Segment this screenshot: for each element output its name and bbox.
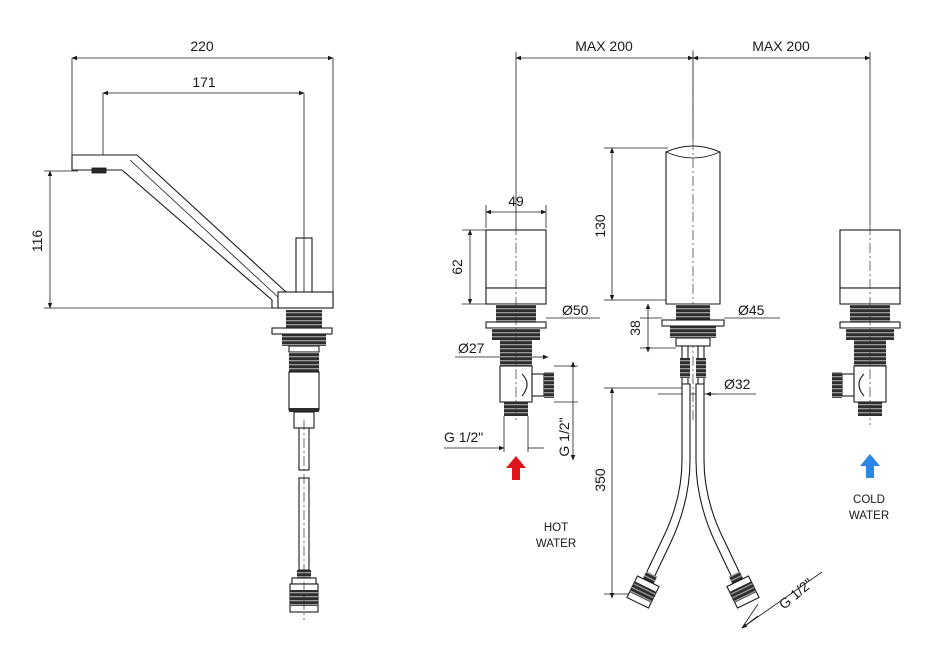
shank-ring bbox=[289, 408, 319, 412]
hose-right-nut-thread bbox=[729, 581, 757, 603]
dim-spout-body-height: 130 bbox=[592, 214, 608, 238]
dim-hot-flange: Ø50 bbox=[562, 302, 589, 318]
spout-front-view: 130 Ø45 38 Ø32 350 bbox=[592, 50, 823, 629]
hot-label-line1: HOT bbox=[544, 522, 568, 534]
dim-hot-thread: G 1/2" bbox=[444, 429, 483, 445]
dim-line-hose-thread bbox=[741, 571, 823, 629]
hot-stem-thread bbox=[496, 304, 536, 322]
cold-arrow-shape bbox=[860, 454, 880, 478]
dim-hot-thread-vertical: G 1/2" bbox=[556, 417, 572, 456]
cold-label-line1: COLD bbox=[853, 494, 885, 506]
hot-arrow-shape bbox=[506, 456, 526, 480]
hose-nut-thread bbox=[290, 590, 318, 606]
hot-side-thread bbox=[544, 372, 554, 398]
dim-handle-height: 62 bbox=[449, 259, 465, 275]
dim-hot-body: Ø27 bbox=[458, 340, 485, 356]
cold-side-outlet bbox=[841, 373, 855, 397]
extension-line bbox=[741, 603, 759, 629]
dim-flange-offset: 38 bbox=[627, 320, 643, 336]
hose-left-crimp bbox=[642, 571, 658, 584]
spout-base bbox=[277, 291, 334, 309]
dim-hose-thread: G 1/2" bbox=[776, 575, 816, 612]
cold-label-line2: WATER bbox=[849, 510, 889, 522]
arrow-up-icon bbox=[860, 454, 880, 478]
spout-stem-thread bbox=[676, 304, 710, 320]
tube-thread-right bbox=[696, 358, 706, 378]
dim-spout-flange: Ø45 bbox=[738, 302, 765, 318]
hose-right-fitting bbox=[726, 571, 760, 609]
dim-overall-length: 220 bbox=[190, 38, 214, 54]
dim-arrow bbox=[741, 615, 759, 629]
spout-side-view: 220 171 116 bbox=[29, 38, 334, 620]
mount-flange bbox=[271, 327, 333, 335]
hot-elbow-curve bbox=[521, 373, 528, 397]
hose-right bbox=[695, 383, 745, 587]
mount-thread-upper bbox=[286, 310, 322, 328]
arrow-up-icon bbox=[506, 456, 526, 480]
dim-max-left: MAX 200 bbox=[575, 38, 633, 54]
spout-arm bbox=[71, 154, 334, 309]
cold-side-thread bbox=[832, 372, 842, 398]
spout-nut bbox=[670, 326, 716, 338]
hot-valve: 49 62 Ø50 Ø27 G 1/2" G 1/2" bbox=[444, 193, 600, 550]
aerator-outlet bbox=[91, 167, 107, 174]
dim-shank-diameter: Ø32 bbox=[724, 376, 751, 392]
dim-spout-reach: 171 bbox=[192, 74, 216, 90]
dim-handle-width: 49 bbox=[508, 193, 524, 209]
dim-spout-height: 116 bbox=[29, 230, 45, 253]
mount-thread-lower bbox=[289, 352, 319, 372]
cold-valve: COLD WATER bbox=[832, 225, 901, 522]
hose-left bbox=[641, 383, 691, 587]
hose-right-crimp bbox=[728, 571, 744, 584]
hot-label-line2: WATER bbox=[536, 538, 576, 550]
tube-thread-left bbox=[680, 358, 690, 378]
mount-nut bbox=[282, 334, 326, 346]
cold-elbow-curve bbox=[858, 373, 865, 397]
dim-hose-length: 350 bbox=[592, 468, 608, 492]
spout-flange bbox=[661, 319, 725, 327]
hose-left-fitting bbox=[626, 571, 660, 609]
cold-stem-thread bbox=[850, 304, 890, 322]
spout-washer bbox=[675, 337, 711, 347]
hose-left-nut-thread bbox=[629, 581, 657, 603]
mount-washer bbox=[288, 345, 320, 353]
mount-shank bbox=[288, 371, 320, 411]
spout-edge bbox=[129, 159, 280, 299]
dim-max-right: MAX 200 bbox=[752, 38, 810, 54]
hot-side-outlet bbox=[531, 373, 545, 397]
